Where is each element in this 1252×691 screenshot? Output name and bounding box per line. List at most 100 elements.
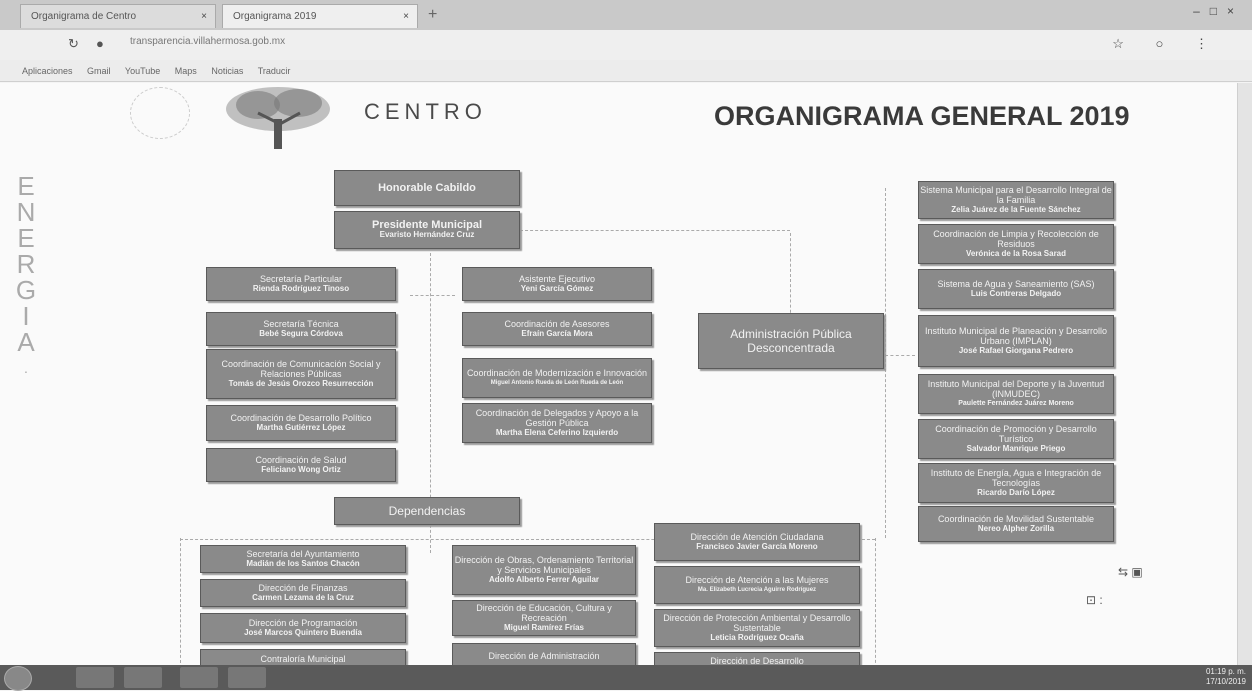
box-title: Instituto Municipal del Deporte y la Juv… — [927, 379, 1105, 399]
org-box: Instituto de Energía, Agua e Integración… — [918, 463, 1114, 503]
box-title: Dirección de Administración — [488, 651, 600, 661]
share-icon[interactable]: ⇆ ▣ — [1118, 565, 1143, 579]
box-name: Nereo Alpher Zorilla — [977, 524, 1055, 533]
system-clock[interactable]: 01:19 p. m. 17/10/2019 — [1206, 667, 1246, 687]
window-controls[interactable]: –□× — [1193, 4, 1244, 18]
close-tab-icon[interactable]: × — [201, 11, 207, 22]
box-title: Coordinación de Modernización e Innovaci… — [466, 368, 648, 378]
box-name: Bebé Segura Córdova — [259, 329, 343, 338]
tab-label: Organigrama de Centro — [31, 11, 137, 22]
box-title: Administración Pública Desconcentrada — [730, 327, 852, 355]
box-name: Rienda Rodríguez Tinoso — [252, 284, 350, 293]
box-name: Adolfo Alberto Ferrer Aguilar — [488, 575, 600, 584]
bookmark-item[interactable]: Maps — [174, 66, 197, 76]
box-name: Martha Elena Ceferino Izquierdo — [495, 428, 619, 437]
box-title: Dirección de Educación, Cultura y Recrea… — [476, 603, 612, 623]
box-name: Luis Contreras Delgado — [970, 289, 1062, 298]
box-name: José Rafael Giorgana Pedrero — [958, 346, 1074, 355]
toolbar-icons[interactable]: ☆ ○ ⋮ — [1112, 36, 1222, 51]
file-explorer-icon[interactable] — [76, 667, 114, 688]
org-box: Sistema Municipal para el Desarrollo Int… — [918, 181, 1114, 219]
connector-line — [430, 253, 431, 553]
box-name: Salvador Manrique Priego — [966, 444, 1066, 453]
word-icon[interactable] — [180, 667, 218, 688]
tab-label: Organigrama 2019 — [233, 11, 317, 22]
org-box: Coordinación de Limpia y Recolección de … — [918, 224, 1114, 264]
box-title: Secretaría Particular — [259, 274, 343, 284]
box-name: Yeni García Gómez — [520, 284, 594, 293]
box-title: Coordinación de Limpia y Recolección de … — [933, 229, 1099, 249]
box-title: Coordinación de Desarrollo Político — [230, 413, 372, 423]
org-box: Coordinación de Delegados y Apoyo a la G… — [462, 403, 652, 443]
clock-date: 17/10/2019 — [1205, 677, 1246, 686]
org-box: Coordinación de Desarrollo Político Mart… — [206, 405, 396, 441]
scrollbar[interactable] — [1237, 83, 1252, 665]
url-field[interactable]: transparencia.villahermosa.gob.mx — [130, 36, 286, 47]
box-name: Miguel Ramírez Frías — [503, 623, 585, 632]
close-tab-icon[interactable]: × — [403, 11, 409, 22]
org-box: Asistente Ejecutivo Yeni García Gómez — [462, 267, 652, 301]
org-box: Secretaría del Ayuntamiento Madián de lo… — [200, 545, 406, 573]
org-box-desconcentrada: Administración Pública Desconcentrada — [698, 313, 884, 369]
browser-tab-active[interactable]: Organigrama 2019 × — [222, 4, 418, 28]
org-box: Secretaría Particular Rienda Rodríguez T… — [206, 267, 396, 301]
box-name: Francisco Javier García Moreno — [696, 542, 818, 551]
os-taskbar: 01:19 p. m. 17/10/2019 — [0, 665, 1252, 691]
side-letter: N — [16, 197, 36, 227]
org-box: Secretaría Técnica Bebé Segura Córdova — [206, 312, 396, 346]
browser-tab[interactable]: Organigrama de Centro × — [20, 4, 216, 28]
app-icon[interactable] — [228, 667, 266, 688]
org-box: Coordinación de Modernización e Innovaci… — [462, 358, 652, 398]
box-name: Ma. Elizabeth Lucrecia Aguirre Rodríguez — [697, 587, 817, 593]
new-tab-button[interactable]: + — [428, 6, 438, 23]
connector-line — [180, 539, 875, 540]
box-title: Dirección de Desarrollo — [710, 656, 804, 665]
org-box: Sistema de Agua y Saneamiento (SAS) Luis… — [918, 269, 1114, 309]
box-title: Contraloría Municipal — [260, 654, 346, 664]
box-title: Secretaría Técnica — [263, 319, 339, 329]
box-name: Efraín García Mora — [521, 329, 593, 338]
org-box: Dirección de Desarrollo — [654, 652, 860, 665]
bookmark-item[interactable]: Aplicaciones — [22, 66, 73, 76]
org-box: Contraloría Municipal — [200, 649, 406, 665]
start-button[interactable] — [4, 666, 32, 691]
box-name: Carmen Lezama de la Cruz — [252, 593, 354, 602]
box-title: Dirección de Protección Ambiental y Desa… — [663, 613, 851, 633]
bookmark-item[interactable]: Gmail — [87, 66, 111, 76]
side-letter: R — [16, 249, 36, 279]
connector-line — [875, 538, 876, 665]
page-title: ORGANIGRAMA GENERAL 2019 — [714, 101, 1130, 131]
org-box: Coordinación de Asesores Efraín García M… — [462, 312, 652, 346]
bookmark-item[interactable]: Noticias — [211, 66, 244, 76]
side-vertical-text: E N E R G I A . — [14, 173, 38, 381]
page-control-icon[interactable]: ⊡ : — [1086, 593, 1103, 607]
browser-tab-bar: Organigrama de Centro × Organigrama 2019… — [0, 0, 1252, 30]
box-title: Instituto de Energía, Agua e Integración… — [930, 468, 1102, 488]
box-name: Evaristo Hernández Cruz — [379, 230, 475, 239]
box-name: Ricardo Darío López — [977, 488, 1055, 497]
box-title: Coordinación de Delegados y Apoyo a la G… — [475, 408, 639, 428]
org-box: Dirección de Educación, Cultura y Recrea… — [452, 600, 636, 636]
secure-icon: ● — [96, 36, 104, 51]
box-title: Coordinación de Movilidad Sustentable — [937, 514, 1095, 524]
box-name: José Marcos Quintero Buendía — [244, 628, 362, 637]
org-box-dependencias: Dependencias — [334, 497, 520, 525]
box-name: Leticia Rodríguez Ocaña — [710, 633, 804, 642]
box-title: Dirección de Obras, Ordenamiento Territo… — [454, 555, 634, 575]
box-title: Secretaría del Ayuntamiento — [246, 549, 360, 559]
bookmarks-bar: Aplicaciones Gmail YouTube Maps Noticias… — [0, 60, 1252, 82]
address-bar: ↻ ● transparencia.villahermosa.gob.mx ☆ … — [0, 30, 1252, 60]
box-title: Dirección de Programación — [248, 618, 358, 628]
chrome-icon[interactable] — [124, 667, 162, 688]
tree-logo — [226, 87, 330, 149]
clock-time: 01:19 p. m. — [1205, 667, 1246, 676]
bookmark-item[interactable]: Traducir — [257, 66, 291, 76]
org-box: Instituto Municipal de Planeación y Desa… — [918, 315, 1114, 367]
box-name: Miguel Antonio Rueda de León Rueda de Le… — [490, 380, 624, 386]
side-letter: . — [24, 360, 28, 376]
connector-line — [790, 233, 791, 323]
bookmark-item[interactable]: YouTube — [124, 66, 161, 76]
connector-line — [885, 355, 915, 356]
org-box: Dirección de Atención Ciudadana Francisc… — [654, 523, 860, 561]
reload-icon[interactable]: ↻ — [68, 36, 79, 51]
